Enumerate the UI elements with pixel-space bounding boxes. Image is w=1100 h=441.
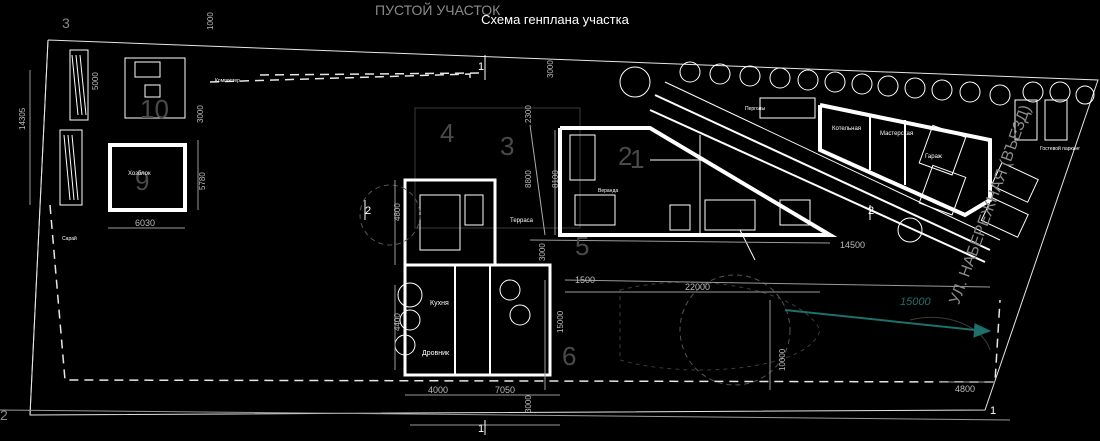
label-garage: Гараж	[925, 154, 942, 160]
zone-6: 6	[562, 341, 576, 371]
axis-3: 3	[62, 15, 70, 31]
dim-15000-v: 15000	[556, 310, 565, 333]
label-kitchen: Кухня	[430, 300, 449, 307]
axis-1-top: 1	[478, 61, 484, 73]
dim-8100: 8100	[551, 170, 560, 188]
axis-markers	[364, 55, 871, 435]
tree-row	[394, 61, 1095, 356]
zone-4: 4	[440, 118, 454, 148]
main-house	[403, 124, 838, 377]
axis-2: 2	[0, 407, 8, 423]
axis-1-bottom: 1	[478, 423, 484, 435]
dim-1500: 1500	[575, 275, 595, 285]
dim-3000-top: 3000	[546, 60, 555, 78]
dim-3000-c: 3000	[538, 243, 547, 261]
label-hozblok: Хозблок	[128, 171, 151, 177]
garage-wing	[649, 81, 1068, 263]
axis-2-right: 2	[868, 205, 874, 217]
dim-4400: 4400	[393, 313, 402, 331]
label-composter: Компостер	[215, 78, 240, 84]
label-dining: Дровник	[422, 350, 450, 357]
label-terrace: Терраса	[510, 218, 534, 224]
dim-5780: 5780	[198, 172, 207, 190]
label-shed: Сарай	[62, 235, 77, 242]
dimension-lines	[0, 70, 1011, 426]
dim-14500: 14500	[840, 240, 865, 250]
shed-building	[59, 49, 187, 212]
label-parking: Гостевой паркинг	[1040, 145, 1080, 152]
dim-4800: 4800	[393, 203, 402, 221]
neighbor-label: ПУСТОЙ УЧАСТОК	[375, 2, 501, 18]
dim-6030: 6030	[135, 218, 155, 228]
zone-1: 1	[630, 144, 644, 174]
dim-7050: 7050	[495, 385, 515, 395]
zone-5: 5	[575, 231, 589, 261]
zone-10: 10	[140, 94, 169, 124]
plan-title: Схема генплана участка	[481, 12, 629, 27]
entry-arrow	[784, 309, 992, 338]
dim-15000: 15000	[900, 296, 931, 308]
axis-1-right: 1	[990, 405, 996, 417]
label-veranda: Веранда	[598, 188, 618, 194]
label-workshop: Мастерская	[880, 131, 913, 137]
dim-3000-b: 3000	[524, 395, 533, 413]
dim-2300: 2300	[524, 105, 533, 123]
dim-4800-corner: 4800	[955, 384, 975, 394]
zone-2: 2	[618, 141, 632, 171]
dim-14305: 14305	[18, 107, 27, 130]
dim-4000: 4000	[428, 385, 448, 395]
axis-2-left: 2	[365, 205, 371, 217]
dim-8800: 8800	[524, 170, 533, 188]
zone-9: 9	[135, 166, 149, 196]
dim-1000-top: 1000	[206, 12, 215, 30]
dim-3000-a: 3000	[196, 105, 205, 123]
dim-5000-shed: 5000	[91, 72, 100, 90]
garden-circles	[359, 184, 791, 386]
label-boiler: Котельная	[832, 126, 861, 132]
dim-22000: 22000	[685, 282, 710, 292]
setback-line	[49, 72, 1001, 383]
zone-3: 3	[500, 131, 514, 161]
dim-10000: 10000	[778, 348, 787, 371]
label-pergola: Перголы	[745, 106, 765, 112]
